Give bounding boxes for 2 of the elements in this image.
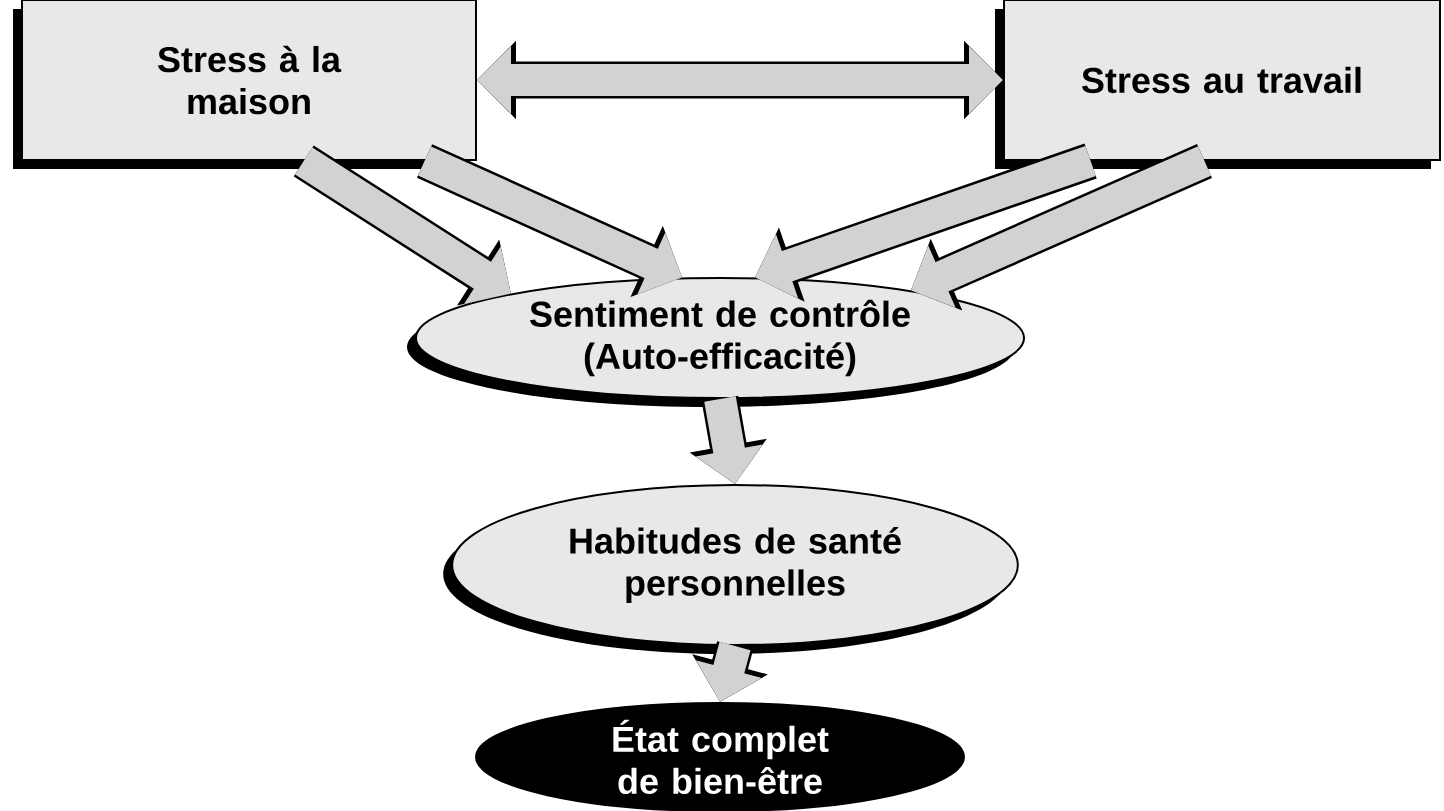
stress-box: Stress au travail bbox=[995, 0, 1441, 169]
stress-box: Stress à la maison bbox=[13, 0, 477, 169]
